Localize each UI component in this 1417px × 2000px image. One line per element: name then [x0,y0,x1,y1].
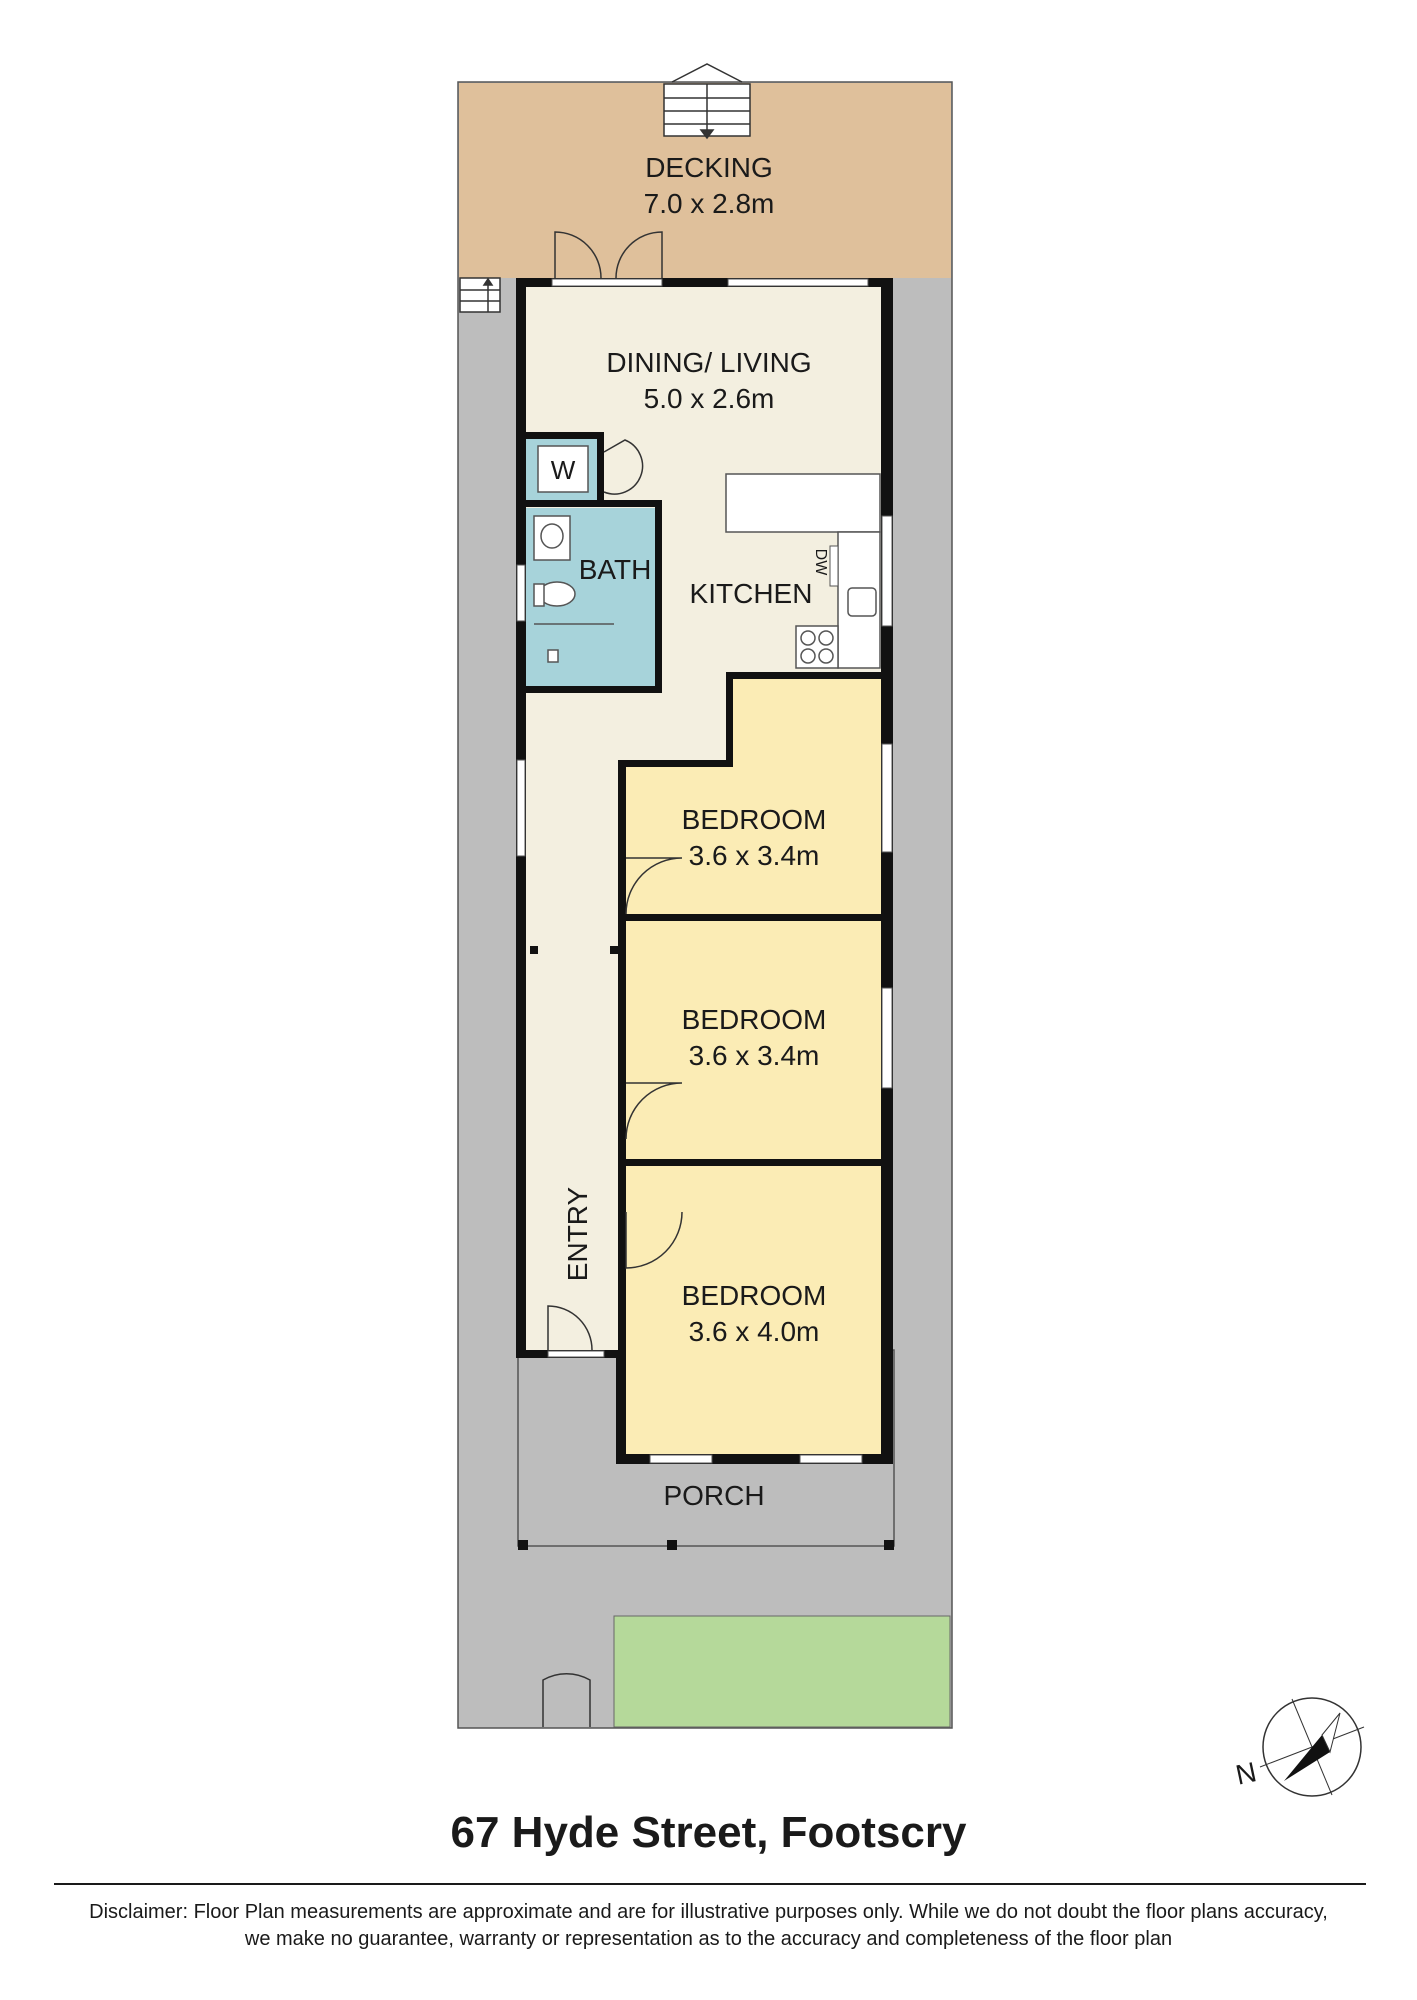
decking-name: DECKING [645,152,773,183]
kitchen-bench [725,473,881,669]
kitchen-floor-step [624,675,728,762]
bedroom-2-label: BEDROOM 3.6 x 3.4m [664,1002,844,1074]
entry-name: ENTRY [562,1186,593,1282]
bedroom-3-floor [624,1162,883,1454]
dining-label: DINING/ LIVING 5.0 x 2.6m [584,345,834,417]
laundry-label: W [538,452,588,488]
decking-label: DECKING 7.0 x 2.8m [604,150,814,222]
bedroom-1-name: BEDROOM [681,804,827,835]
divider [54,1883,1366,1885]
bedroom-2-size: 3.6 x 3.4m [688,1040,820,1071]
disclaimer-line-2: we make no guarantee, warranty or repres… [244,1928,1173,1950]
bedroom-1-label: BEDROOM 3.6 x 3.4m [664,802,844,874]
stairs [459,63,751,313]
dishwasher-text: DW [812,548,829,576]
dining-size: 5.0 x 2.6m [643,383,775,414]
bath-name: BATH [578,554,652,585]
sink-icon [847,587,877,617]
laundry-name: W [550,455,576,485]
kitchen-name: KITCHEN [689,578,813,609]
porch-posts [518,1350,894,1550]
dishwasher-label: DW [810,542,830,582]
dishwasher [829,545,839,587]
porch-name: PORCH [663,1480,765,1511]
kitchen-label: KITCHEN [676,576,826,612]
lawn-area [613,1615,951,1728]
bedroom-1-floor [624,675,883,917]
compass-icon [1259,1697,1365,1797]
bath-label: BATH [575,552,655,588]
stove-icon [800,630,834,664]
bedroom-2-name: BEDROOM [681,1004,827,1035]
bath-fixtures [533,515,614,663]
bedroom-3-size: 3.6 x 4.0m [688,1316,820,1347]
windows [516,278,893,1464]
bedroom-1-size: 3.6 x 3.4m [688,840,820,871]
bedroom-2-floor [624,917,883,1162]
decking-size: 7.0 x 2.8m [643,188,775,219]
bedroom-3-label: BEDROOM 3.6 x 4.0m [664,1278,844,1350]
hallway-floor [524,675,624,1353]
disclaimer-line-1: Disclaimer: Floor Plan measurements are … [89,1901,1328,1923]
doors [542,231,683,1727]
washing-machine [537,445,589,493]
property-title: 67 Hyde Street, Footscry [450,1808,967,1857]
disclaimer: Disclaimer: Floor Plan measurements are … [0,1899,1417,1953]
basin-icon [540,523,564,549]
interior-walls [524,432,886,1360]
porch-label: PORCH [634,1478,794,1514]
entry-label: ENTRY [560,1174,596,1294]
dining-name: DINING/ LIVING [606,347,812,378]
bedroom-3-name: BEDROOM [681,1280,827,1311]
